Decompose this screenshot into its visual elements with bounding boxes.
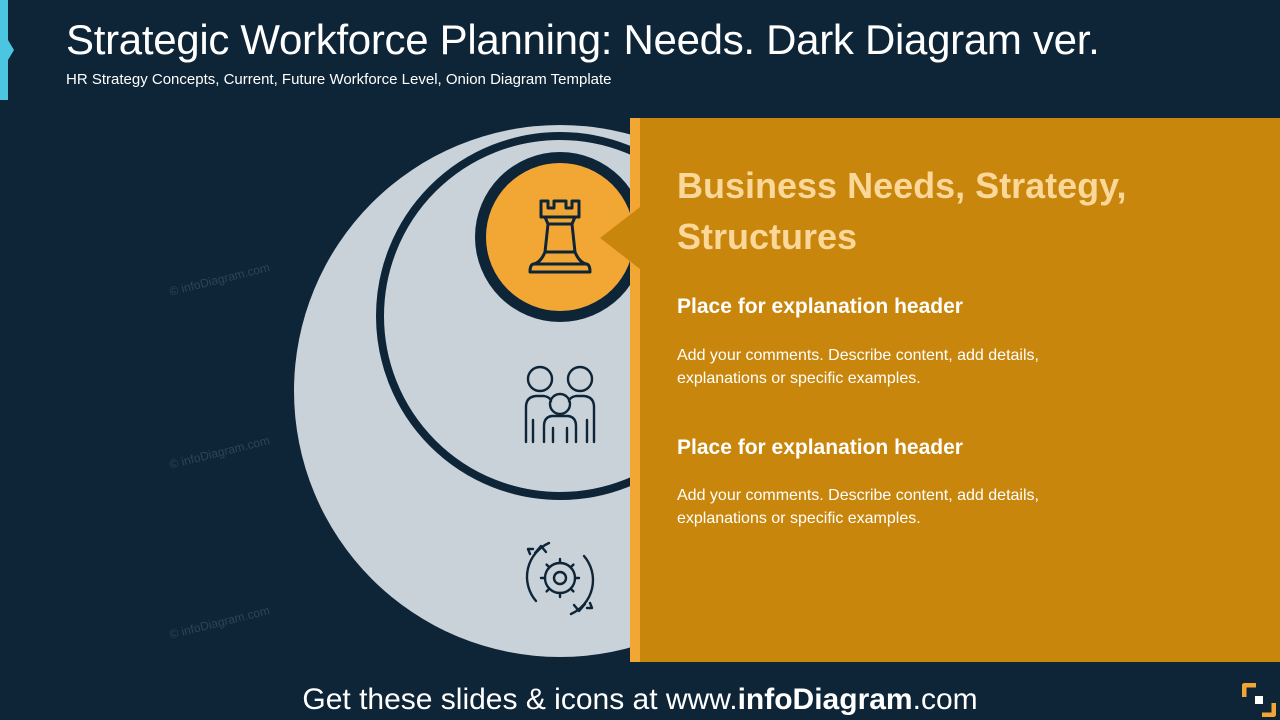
infodiagram-logo-icon	[1242, 683, 1276, 717]
inner-layer-circle	[486, 163, 634, 311]
people-group-icon	[524, 365, 596, 444]
gear-cycle-icon	[525, 541, 595, 616]
footer-prefix: Get these slides & icons at www.	[302, 683, 738, 716]
page-subtitle: HR Strategy Concepts, Current, Future Wo…	[66, 71, 612, 88]
accent-tab	[0, 0, 14, 100]
page-title: Strategic Workforce Planning: Needs. Dar…	[66, 16, 1100, 63]
chess-rook-icon	[528, 199, 592, 274]
explanation-body: Add your comments. Describe content, add…	[677, 347, 1039, 387]
explanation-header: Place for explanation header	[677, 436, 963, 459]
footer-brand: infoDiagram	[737, 683, 913, 716]
footer-promo: Get these slides & icons at www.infoDiag…	[0, 683, 1280, 717]
footer-suffix: .com	[912, 683, 978, 716]
description-panel	[630, 118, 1280, 662]
panel-heading: Business Needs, Strategy, Structures	[677, 165, 1127, 257]
explanation-body: Add your comments. Describe content, add…	[677, 487, 1039, 527]
callout-pointer	[600, 207, 640, 269]
explanation-header: Place for explanation header	[677, 295, 963, 318]
description-panel-edge	[630, 118, 640, 662]
